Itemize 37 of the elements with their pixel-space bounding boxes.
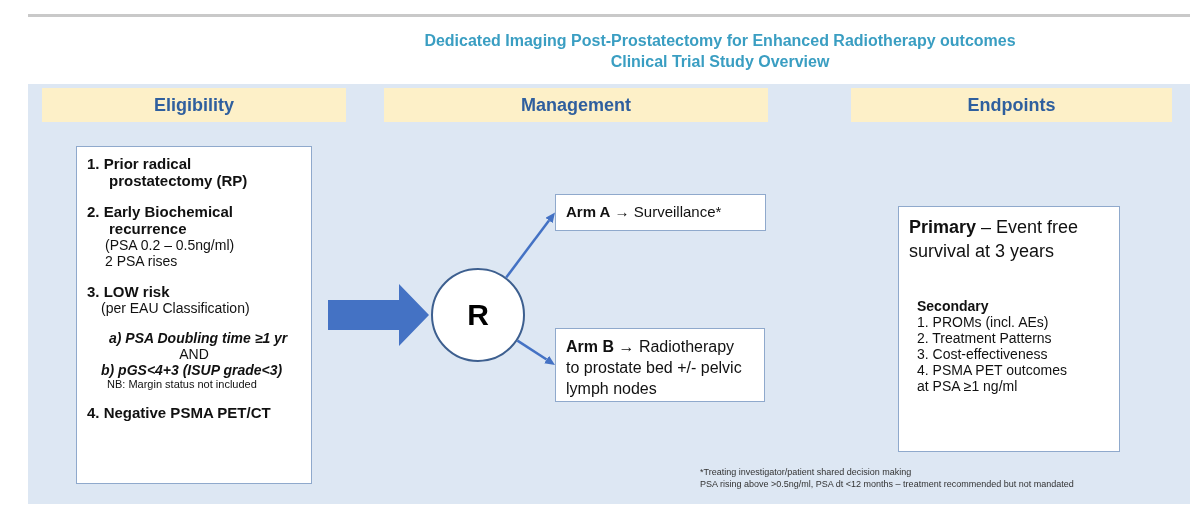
header-band [42,88,346,122]
header-text: Eligibility [154,94,234,116]
box-text: 3. LOW risk [87,283,171,300]
box-text: 1. Prior radical prostatectomy (RP) [87,155,249,189]
box-text: 3. Cost-effectiveness [916,345,1049,362]
text-box [76,146,312,484]
box-text: 2. Early Biochemical recurrence [87,203,234,237]
box-text: Primary – Event free survival at 3 years [909,216,1080,264]
box-text: a) PSA Doubling time ≥1 yr [108,330,289,346]
box-text: 2 PSA rises [104,253,179,269]
box-text: NB: Margin status not included [106,378,258,390]
box-text: (per EAU Classification) [100,300,251,316]
box-text: (PSA 0.2 – 0.5ng/ml) [104,237,236,253]
box-text: b) pGS<4+3 (ISUP grade<3) [100,362,284,378]
subtitle: Clinical Trial Study Overview [609,53,831,71]
box-text: 4. PSMA PET outcomes at PSA ≥1 ng/ml [916,361,1068,394]
footnote: *Treating investigator/patient shared decision making [700,467,912,477]
box-text: Secondary [916,297,990,314]
footnote: PSA rising above >0.5ng/ml, PSA dt <12 months – treatment recommended but not mandated [700,479,1074,489]
header-band [384,88,768,122]
header-band [851,88,1172,122]
text-box [555,194,766,231]
title: Dedicated Imaging Post-Prostatectomy for Enhanced Radiotherapy outcomes [423,32,1017,50]
box-text: Arm A → Surveillance* [566,203,723,220]
box-text: 2. Treatment Patterns [916,329,1053,346]
box-text: AND [178,346,210,362]
circle-text: R [467,298,489,332]
block-arrow [328,284,429,346]
text-box [555,328,765,402]
box-text: Arm B → Radiotherapy to prostate bed +/- pelvic lymph nodes [566,337,743,399]
arrow [516,339,555,365]
box-text: 1. PROMs (incl. AEs) [916,313,1050,330]
header-text: Endpoints [967,94,1056,116]
header-text: Management [521,94,631,116]
box-text: 4. Negative PSMA PET/CT [87,404,272,421]
text-box [898,206,1120,452]
arrow [505,212,555,279]
